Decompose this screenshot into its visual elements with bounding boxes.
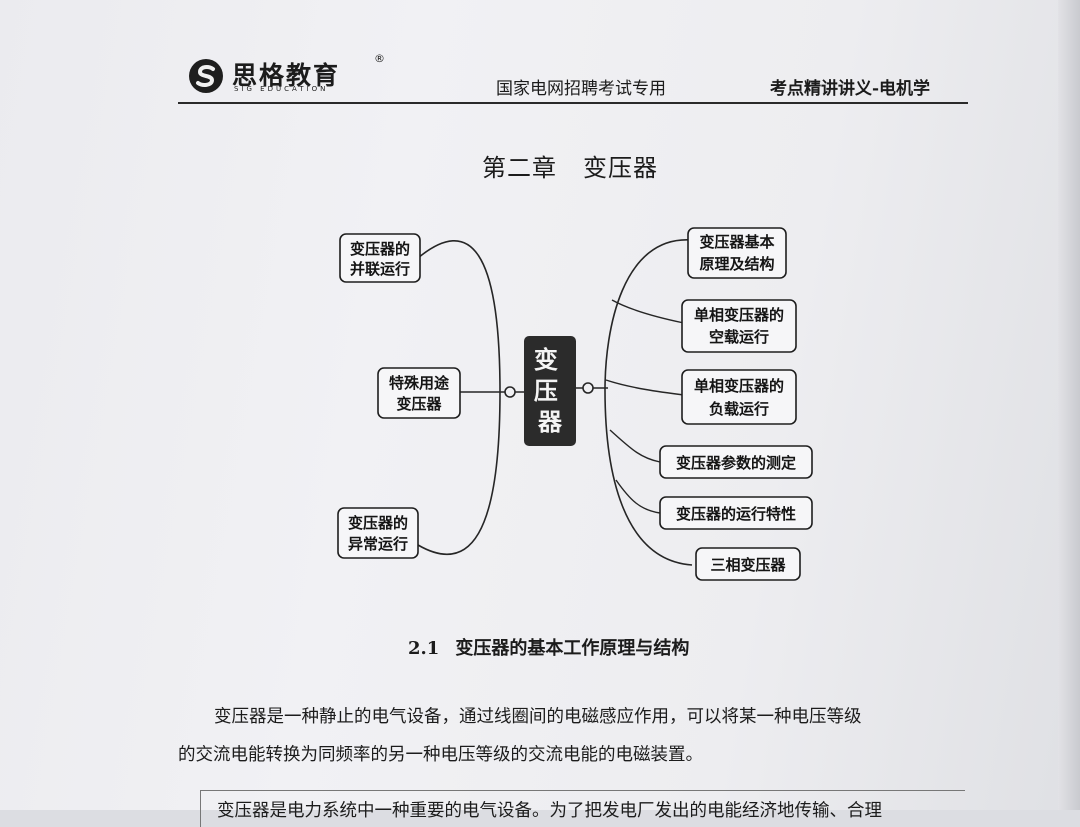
- body-paragraph-continued: 的交流电能转换为同频率的另一种电压等级的交流电能的电磁装置。: [178, 745, 703, 765]
- boxed-note-paragraph: 变压器是电力系统中一种重要的电气设备。为了把发电厂发出的电能经济地传输、合理: [200, 790, 965, 827]
- svg-text:三相变压器: 三相变压器: [710, 556, 786, 574]
- right-branch-line: [611, 299, 685, 324]
- svg-text:变压器的并联运行: 变压器的并联运行: [350, 240, 410, 278]
- section-heading: 2.1 变压器的基本工作原理与结构: [408, 634, 689, 660]
- left-connector-node: [504, 386, 516, 398]
- center-node: [524, 336, 576, 446]
- node-parallel-operation: 变压器的并联运行: [339, 233, 421, 283]
- svg-text:单相变压器的负载运行: 单相变压器的负载运行: [694, 377, 784, 418]
- node-operating-characteristics: 变压器的运行特性: [659, 496, 813, 530]
- chapter-label: 第二章: [482, 154, 557, 182]
- node-load-operation: 单相变压器的负载运行: [681, 369, 797, 425]
- section-number: 2.1: [408, 638, 440, 659]
- node-parameter-measurement: 变压器参数的测定: [659, 445, 813, 479]
- mind-map: 变 压 器 变压器的并联运行 特殊用途变压器 变压器的异常运行 变压器基本原理及…: [337, 227, 813, 581]
- chapter-heading: 第二章变压器: [482, 148, 658, 183]
- brand-registered-mark: ®: [374, 52, 385, 65]
- right-brace-arc: [604, 239, 693, 566]
- header-course-title: 考点精讲讲义-电机学: [770, 79, 931, 99]
- svg-text:单相变压器的空载运行: 单相变压器的空载运行: [694, 306, 784, 346]
- svg-text:变压器参数的测定: 变压器参数的测定: [676, 454, 796, 472]
- svg-text:变压器的运行特性: 变压器的运行特性: [676, 505, 796, 523]
- body-paragraph: 变压器是一种静止的电气设备，通过线圈间的电磁感应作用，可以将某一种电压等级: [214, 707, 862, 727]
- right-branch-line: [609, 429, 661, 463]
- right-branch-line: [615, 479, 661, 514]
- center-node-label: 变 压 器: [534, 346, 566, 436]
- brand-logo-icon: [189, 59, 223, 93]
- node-no-load-operation: 单相变压器的空载运行: [681, 299, 797, 353]
- node-special-transformer: 特殊用途变压器: [377, 367, 461, 419]
- svg-text:特殊用途变压器: 特殊用途变压器: [389, 374, 450, 413]
- brand-name-english: SIG EDUCATION: [234, 85, 329, 93]
- right-connector-node: [582, 382, 594, 394]
- chapter-title: 变压器: [583, 154, 658, 182]
- node-basic-principle: 变压器基本原理及结构: [687, 227, 787, 279]
- header-subtitle: 国家电网招聘考试专用: [496, 79, 666, 99]
- svg-text:变压器基本原理及结构: 变压器基本原理及结构: [699, 233, 774, 273]
- node-abnormal-operation: 变压器的异常运行: [337, 507, 419, 559]
- svg-text:变压器的异常运行: 变压器的异常运行: [348, 514, 408, 553]
- node-three-phase-transformer: 三相变压器: [695, 547, 801, 581]
- section-title: 变压器的基本工作原理与结构: [455, 638, 690, 659]
- right-branch-line: [605, 379, 685, 396]
- brand-name: 思格教育: [232, 61, 341, 90]
- page-header: 思格教育 ® SIG EDUCATION 国家电网招聘考试专用 考点精讲讲义-电…: [178, 52, 968, 104]
- page-edge-shadow: [1058, 0, 1080, 810]
